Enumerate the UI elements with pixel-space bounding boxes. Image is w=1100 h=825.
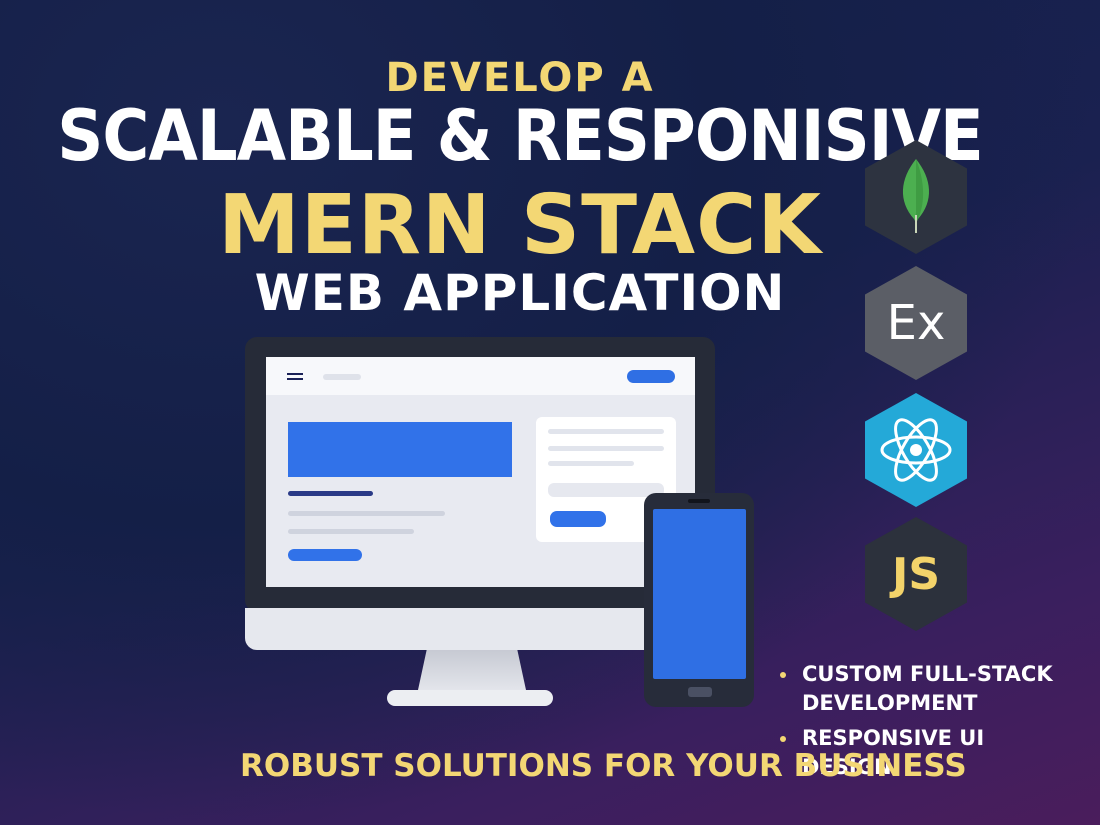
- mock-card-line: [548, 429, 664, 434]
- react-atom-icon: [865, 393, 967, 507]
- headline-line-1: DEVELOP A: [385, 55, 655, 101]
- mock-navbar: [266, 357, 695, 395]
- mock-card-line: [548, 446, 664, 451]
- tagline: ROBUST SOLUTIONS FOR YOUR BUSINESS: [240, 748, 967, 784]
- headline-line-4: WEB APPLICATION: [254, 264, 786, 322]
- leaf-shape: [902, 159, 930, 233]
- bullet-dot-icon: [780, 672, 786, 678]
- phone-screen: [653, 509, 746, 679]
- feature-item: CUSTOM FULL-STACK DEVELOPMENT: [778, 660, 1078, 718]
- mock-cta-button: [288, 549, 362, 561]
- headline-line-3: MERN STACK: [218, 178, 822, 273]
- smartphone-illustration: [644, 493, 754, 707]
- mongodb-leaf-icon: [865, 140, 967, 254]
- mock-text-line: [288, 511, 445, 516]
- express-label: Ex: [886, 295, 946, 351]
- express-icon: Ex: [865, 266, 967, 380]
- monitor-stand-base: [387, 690, 553, 706]
- mock-card-field: [548, 483, 664, 497]
- phone-speaker: [688, 499, 710, 503]
- feature-text: CUSTOM FULL-STACK DEVELOPMENT: [802, 662, 1053, 715]
- mock-nav-button: [627, 370, 675, 383]
- monitor-screen: [266, 357, 695, 587]
- mock-card-button: [550, 511, 606, 527]
- javascript-label: JS: [891, 548, 941, 600]
- mock-nav-link: [323, 374, 361, 380]
- monitor-chin: [245, 608, 715, 650]
- javascript-icon: JS: [865, 517, 967, 631]
- feature-text: RESPONSIVE UI DESIGN: [802, 726, 985, 779]
- mock-heading-line: [288, 491, 373, 496]
- hamburger-menu-icon: [287, 373, 303, 381]
- monitor-stand-neck: [418, 650, 526, 690]
- mock-hero-banner: [288, 422, 512, 477]
- atom-shape: [880, 418, 952, 482]
- bullet-dot-icon: [780, 736, 786, 742]
- mock-card-line: [548, 461, 634, 466]
- mock-text-line: [288, 529, 414, 534]
- feature-list: CUSTOM FULL-STACK DEVELOPMENT RESPONSIVE…: [778, 660, 1078, 788]
- feature-item: RESPONSIVE UI DESIGN: [778, 724, 1078, 782]
- phone-home-button: [688, 687, 712, 697]
- headline-line-2: SCALABLE & RESPONISIVE: [57, 96, 984, 178]
